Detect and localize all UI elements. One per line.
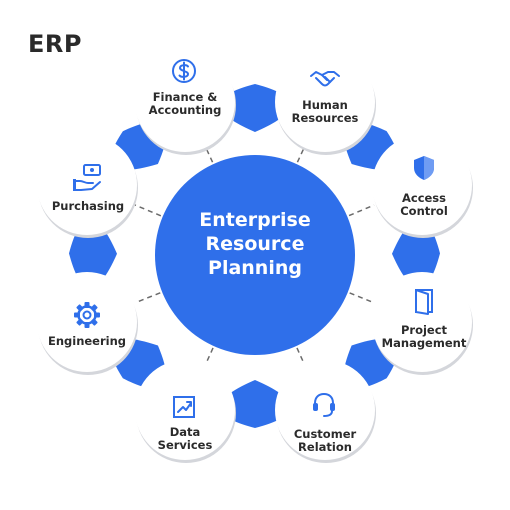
gear-icon bbox=[74, 302, 100, 328]
center-hub bbox=[155, 155, 355, 355]
module-label-line: Services bbox=[157, 438, 213, 452]
center-title-line-3: Planning bbox=[208, 257, 302, 279]
connector-blade bbox=[220, 84, 290, 132]
module-node-purchasing bbox=[37, 135, 137, 235]
module-label-line: Access bbox=[401, 191, 447, 205]
dashed-connector bbox=[134, 204, 162, 217]
module-label-line: Data bbox=[169, 425, 201, 439]
dollar-coin-icon bbox=[172, 59, 196, 83]
shield-icon bbox=[414, 156, 434, 180]
module-label-access: Access Control bbox=[400, 192, 448, 218]
module-node-access bbox=[372, 135, 472, 235]
module-node-customer bbox=[275, 360, 375, 460]
module-label-line: Human bbox=[302, 98, 348, 112]
connector-blade bbox=[220, 380, 290, 428]
dashed-connector bbox=[205, 347, 214, 363]
module-node-hr bbox=[275, 52, 375, 152]
handshake-icon bbox=[310, 71, 340, 87]
dashed-connector bbox=[348, 204, 375, 217]
center-title-line-1: Enterprise bbox=[199, 209, 311, 231]
trend-chart-icon bbox=[173, 396, 195, 418]
dashed-connector bbox=[205, 148, 214, 163]
module-label-finance: Finance & Accounting bbox=[149, 91, 222, 117]
page-title: ERP bbox=[28, 30, 82, 58]
module-label-line: Customer bbox=[293, 427, 357, 441]
module-label-line: Purchasing bbox=[51, 199, 125, 213]
module-label-line: Resources bbox=[291, 111, 359, 125]
module-label-project: Project Management bbox=[382, 324, 467, 350]
module-label-line: Accounting bbox=[148, 103, 222, 117]
center-title-line-2: Resource bbox=[205, 233, 305, 255]
center-title: Enterprise Resource Planning bbox=[160, 208, 350, 280]
module-label-engineering: Engineering bbox=[48, 335, 126, 348]
module-node-project bbox=[372, 272, 472, 372]
module-label-line: Project bbox=[400, 323, 448, 337]
module-label-line: Relation bbox=[298, 440, 352, 454]
headset-icon bbox=[313, 392, 335, 417]
module-label-line: Management bbox=[381, 336, 467, 350]
module-node-finance bbox=[135, 52, 235, 152]
module-label-customer: Customer Relation bbox=[294, 428, 356, 454]
module-label-purchasing: Purchasing bbox=[52, 200, 124, 213]
dashed-connector bbox=[135, 292, 161, 304]
module-label-line: Control bbox=[400, 204, 448, 218]
dashed-connector bbox=[349, 292, 375, 304]
module-label-line: Engineering bbox=[47, 334, 127, 348]
dashed-connector bbox=[296, 347, 305, 363]
money-hand-icon bbox=[73, 164, 101, 191]
module-label-hr: Human Resources bbox=[292, 99, 359, 125]
module-label-data: Data Services bbox=[158, 426, 213, 452]
module-label-line: Finance & bbox=[152, 90, 218, 104]
dashed-connector bbox=[296, 148, 305, 163]
door-icon bbox=[415, 289, 433, 315]
